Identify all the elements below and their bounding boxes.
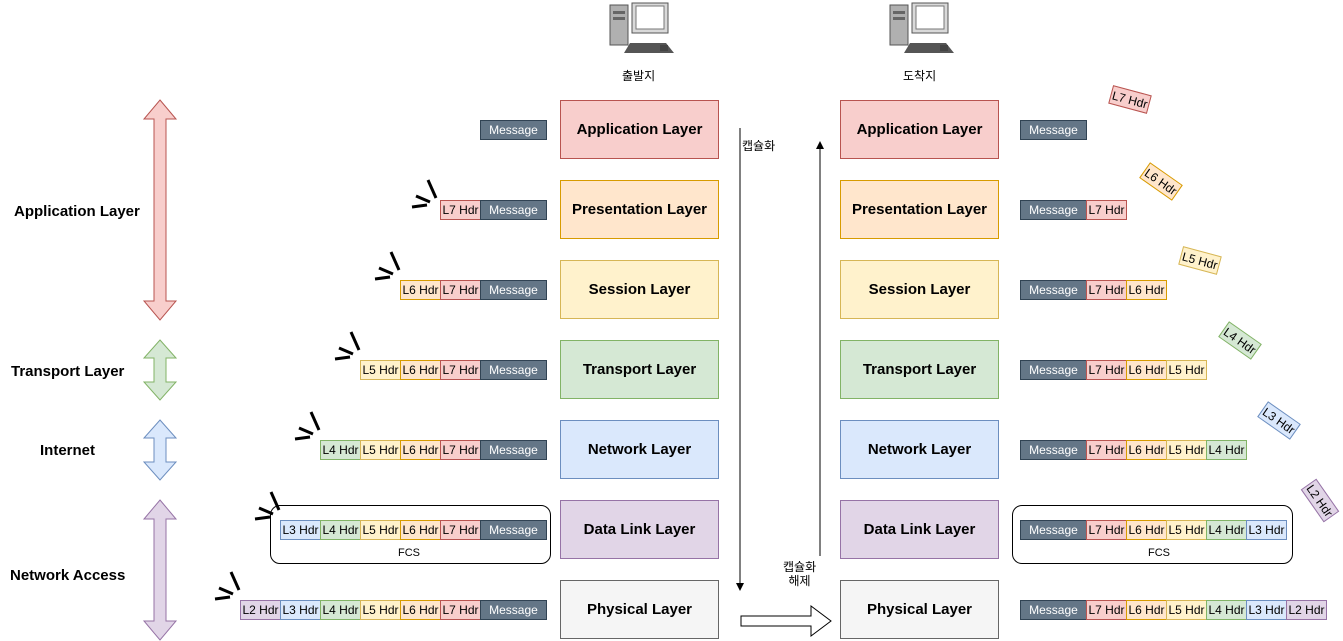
l6-header-cell: L6 Hdr xyxy=(1126,440,1167,460)
l3-header-cell: L3 Hdr xyxy=(280,600,321,620)
l6-header-cell: L6 Hdr xyxy=(400,280,441,300)
new-header-burst-icon xyxy=(214,571,241,601)
l6-header-cell: L6 Hdr xyxy=(1126,280,1167,300)
new-header-burst-icon xyxy=(374,251,401,281)
l7-header-cell: L7 Hdr xyxy=(1086,600,1127,620)
l7-header-cell: L7 Hdr xyxy=(440,600,481,620)
message-cell: Message xyxy=(480,200,547,220)
l7-header-cell: L7 Hdr xyxy=(1086,360,1127,380)
l6-header-cell: L6 Hdr xyxy=(400,360,441,380)
l6-header-cell: L6 Hdr xyxy=(1126,520,1167,540)
message-cell: Message xyxy=(1020,520,1087,540)
message-cell: Message xyxy=(480,360,547,380)
l4-header-cell: L4 Hdr xyxy=(320,440,361,460)
decapsulation-label: 캡슐화 해제 xyxy=(783,560,816,588)
l4-header-cell: L4 Hdr xyxy=(1206,600,1247,620)
l4-header-cell: L4 Hdr xyxy=(1206,440,1247,460)
l3-header-cell: L3 Hdr xyxy=(1246,520,1287,540)
l5-header-cell: L5 Hdr xyxy=(1166,360,1207,380)
l7-header-cell: L7 Hdr xyxy=(1086,440,1127,460)
destination-network-layer: Network Layer xyxy=(840,420,999,479)
source-label: 출발지 xyxy=(622,69,656,83)
l7-header-cell: L7 Hdr xyxy=(440,360,481,380)
l7-header-cell: L7 Hdr xyxy=(440,200,481,220)
destination-computer-icon xyxy=(889,2,954,53)
message-cell: Message xyxy=(1020,600,1087,620)
source-fcs-label: FCS xyxy=(398,547,420,559)
destination-transport-layer: Transport Layer xyxy=(840,340,999,399)
l7-header-cell: L7 Hdr xyxy=(440,440,481,460)
source-datalink-layer: Data Link Layer xyxy=(560,500,719,559)
l7-header-cell: L7 Hdr xyxy=(1086,520,1127,540)
l5-header-cell: L5 Hdr xyxy=(1166,600,1207,620)
l7-header-cell: L7 Hdr xyxy=(1086,200,1127,220)
l3-header-cell: L3 Hdr xyxy=(1246,600,1287,620)
tcpip-internet-label: Internet xyxy=(40,442,96,459)
source-physical-layer: Physical Layer xyxy=(560,580,719,639)
internet-range-arrow xyxy=(142,419,178,481)
decapsulation-label-line2: 해제 xyxy=(788,574,811,588)
new-header-burst-icon xyxy=(411,179,438,209)
l5-header-cell: L5 Hdr xyxy=(360,600,401,620)
l7-header-cell: L7 Hdr xyxy=(440,520,481,540)
application-range-arrow xyxy=(142,99,178,321)
source-application-layer: Application Layer xyxy=(560,100,719,159)
message-cell: Message xyxy=(480,280,547,300)
encapsulation-arrow xyxy=(736,128,744,591)
new-header-burst-icon xyxy=(334,331,361,361)
destination-fcs-label: FCS xyxy=(1148,547,1170,559)
l2-header-cell: L2 Hdr xyxy=(1286,600,1327,620)
l5-header-cell: L5 Hdr xyxy=(1166,440,1207,460)
destination-label: 도착지 xyxy=(903,69,937,83)
message-cell: Message xyxy=(480,600,547,620)
l7-header-cell: L7 Hdr xyxy=(440,280,481,300)
decapsulation-label-line1: 캡슐화 xyxy=(783,560,817,574)
l5-header-cell: L5 Hdr xyxy=(360,360,401,380)
l6-header-cell: L6 Hdr xyxy=(400,600,441,620)
l5-header-cell: L5 Hdr xyxy=(360,440,401,460)
source-computer-icon xyxy=(609,2,674,53)
message-cell: Message xyxy=(1020,280,1087,300)
decapsulation-arrow xyxy=(816,141,824,556)
message-cell: Message xyxy=(480,120,547,140)
destination-datalink-layer: Data Link Layer xyxy=(840,500,999,559)
message-cell: Message xyxy=(1020,360,1087,380)
l5-header-cell: L5 Hdr xyxy=(360,520,401,540)
l4-header-cell: L4 Hdr xyxy=(1206,520,1247,540)
l6-header-cell: L6 Hdr xyxy=(400,520,441,540)
network-access-range-arrow xyxy=(142,499,178,641)
source-presentation-layer: Presentation Layer xyxy=(560,180,719,239)
destination-presentation-layer: Presentation Layer xyxy=(840,180,999,239)
l6-header-cell: L6 Hdr xyxy=(400,440,441,460)
source-transport-layer: Transport Layer xyxy=(560,340,719,399)
message-cell: Message xyxy=(480,440,547,460)
l7-header-cell: L7 Hdr xyxy=(1086,280,1127,300)
encapsulation-label: 캡슐화 xyxy=(742,139,776,153)
l3-header-cell: L3 Hdr xyxy=(280,520,321,540)
destination-frame-border xyxy=(1012,505,1293,564)
tcpip-application-label: Application Layer xyxy=(14,203,140,220)
source-session-layer: Session Layer xyxy=(560,260,719,319)
new-header-burst-icon xyxy=(294,411,321,441)
message-cell: Message xyxy=(480,520,547,540)
transport-range-arrow xyxy=(142,339,178,401)
message-cell: Message xyxy=(1020,120,1087,140)
source-frame-border xyxy=(270,505,551,564)
source-network-layer: Network Layer xyxy=(560,420,719,479)
tcpip-transport-label: Transport Layer xyxy=(11,363,125,380)
l2-header-cell: L2 Hdr xyxy=(240,600,281,620)
destination-physical-layer: Physical Layer xyxy=(840,580,999,639)
l6-header-cell: L6 Hdr xyxy=(1126,600,1167,620)
l4-header-cell: L4 Hdr xyxy=(320,600,361,620)
l4-header-cell: L4 Hdr xyxy=(320,520,361,540)
message-cell: Message xyxy=(1020,200,1087,220)
message-cell: Message xyxy=(1020,440,1087,460)
tcpip-network-access-label: Network Access xyxy=(10,567,126,584)
destination-application-layer: Application Layer xyxy=(840,100,999,159)
destination-session-layer: Session Layer xyxy=(840,260,999,319)
l5-header-cell: L5 Hdr xyxy=(1166,520,1207,540)
l6-header-cell: L6 Hdr xyxy=(1126,360,1167,380)
transmission-arrow xyxy=(740,605,832,637)
